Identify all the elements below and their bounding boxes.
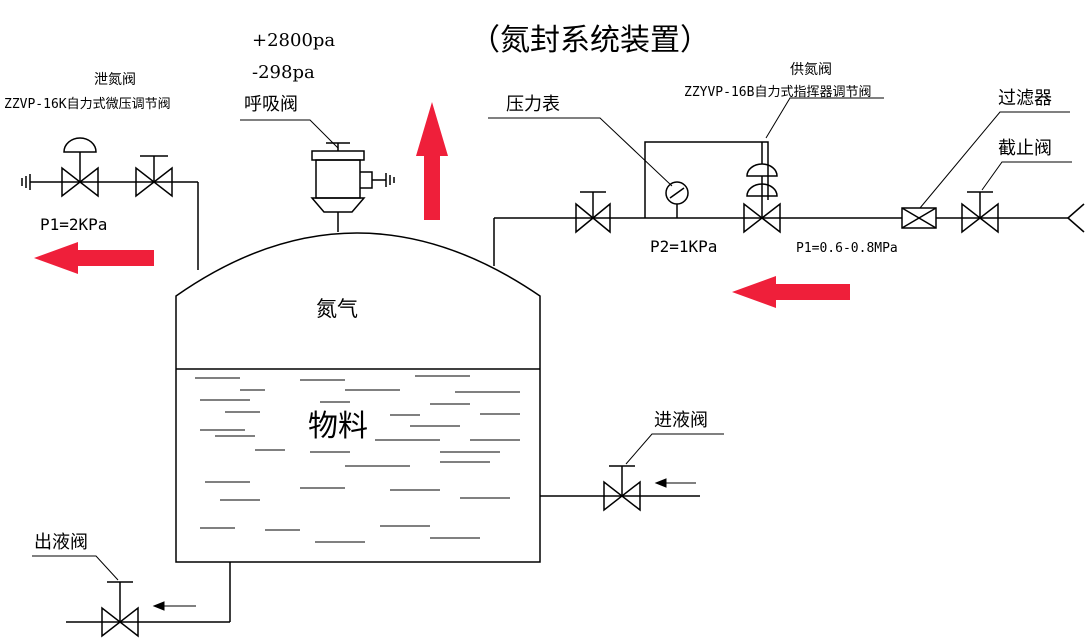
diagram-title: （氮封系统装置） <box>470 23 710 58</box>
storage-tank <box>175 232 541 563</box>
outlet-line <box>66 562 231 623</box>
breather-pressure-high: +2800pa <box>252 30 335 51</box>
supply-control-valve[interactable] <box>743 142 781 234</box>
inlet-flow-indicator <box>654 478 696 488</box>
breather-flow-arrow <box>416 102 448 220</box>
outlet-valve-name: 出液阀 <box>34 532 88 553</box>
outlet-leader-line <box>32 555 119 581</box>
breather-leader-line <box>240 119 339 149</box>
supply-gauge-pressure: P2=1KPa <box>650 237 717 256</box>
vent-pressure: P1=2KPa <box>40 215 107 234</box>
supply-line <box>493 141 1085 266</box>
stop-valve[interactable] <box>961 191 999 234</box>
supply-valve-name: 供氮阀 <box>790 62 832 78</box>
supply-flow-arrow <box>732 276 850 308</box>
pressure-gauge[interactable] <box>665 181 689 205</box>
tank-body <box>175 232 541 563</box>
vent-control-valve[interactable] <box>61 137 99 198</box>
liquid-label: 物料 <box>308 409 368 444</box>
inlet-valve[interactable] <box>603 465 641 512</box>
liquid-hatching <box>195 375 520 543</box>
inlet-leader-line <box>625 433 724 465</box>
inlet-valve-name: 进液阀 <box>654 410 708 431</box>
breather-pressure-low: -298pa <box>252 62 315 83</box>
vent-isolation-valve[interactable] <box>135 155 173 198</box>
vent-valve-model: ZZVP-16K自力式微压调节阀 <box>4 97 171 112</box>
outlet-flow-indicator <box>152 601 196 611</box>
vent-flow-arrow <box>34 242 154 274</box>
breather-valve-name: 呼吸阀 <box>244 94 298 115</box>
supply-pressure: P1=0.6-0.8MPa <box>796 241 898 256</box>
supply-isolation-valve[interactable] <box>575 191 611 234</box>
filter-name: 过滤器 <box>998 88 1052 109</box>
filter[interactable] <box>901 207 937 229</box>
gauge-leader-line <box>488 117 673 187</box>
stop-valve-name: 截止阀 <box>998 138 1052 159</box>
pressure-gauge-name: 压力表 <box>506 94 560 115</box>
gas-label: 氮气 <box>316 297 358 321</box>
vent-line <box>21 174 199 270</box>
outlet-valve[interactable] <box>101 581 139 638</box>
supply-valve-model: ZZYVP-16B自力式指挥器调节阀 <box>684 85 871 100</box>
breather-valve[interactable] <box>310 142 395 232</box>
stop-valve-leader-line <box>981 161 1072 191</box>
filter-leader-line <box>919 111 1070 209</box>
supply-valve-leader-line <box>765 97 884 139</box>
vent-valve-name: 泄氮阀 <box>94 72 136 88</box>
